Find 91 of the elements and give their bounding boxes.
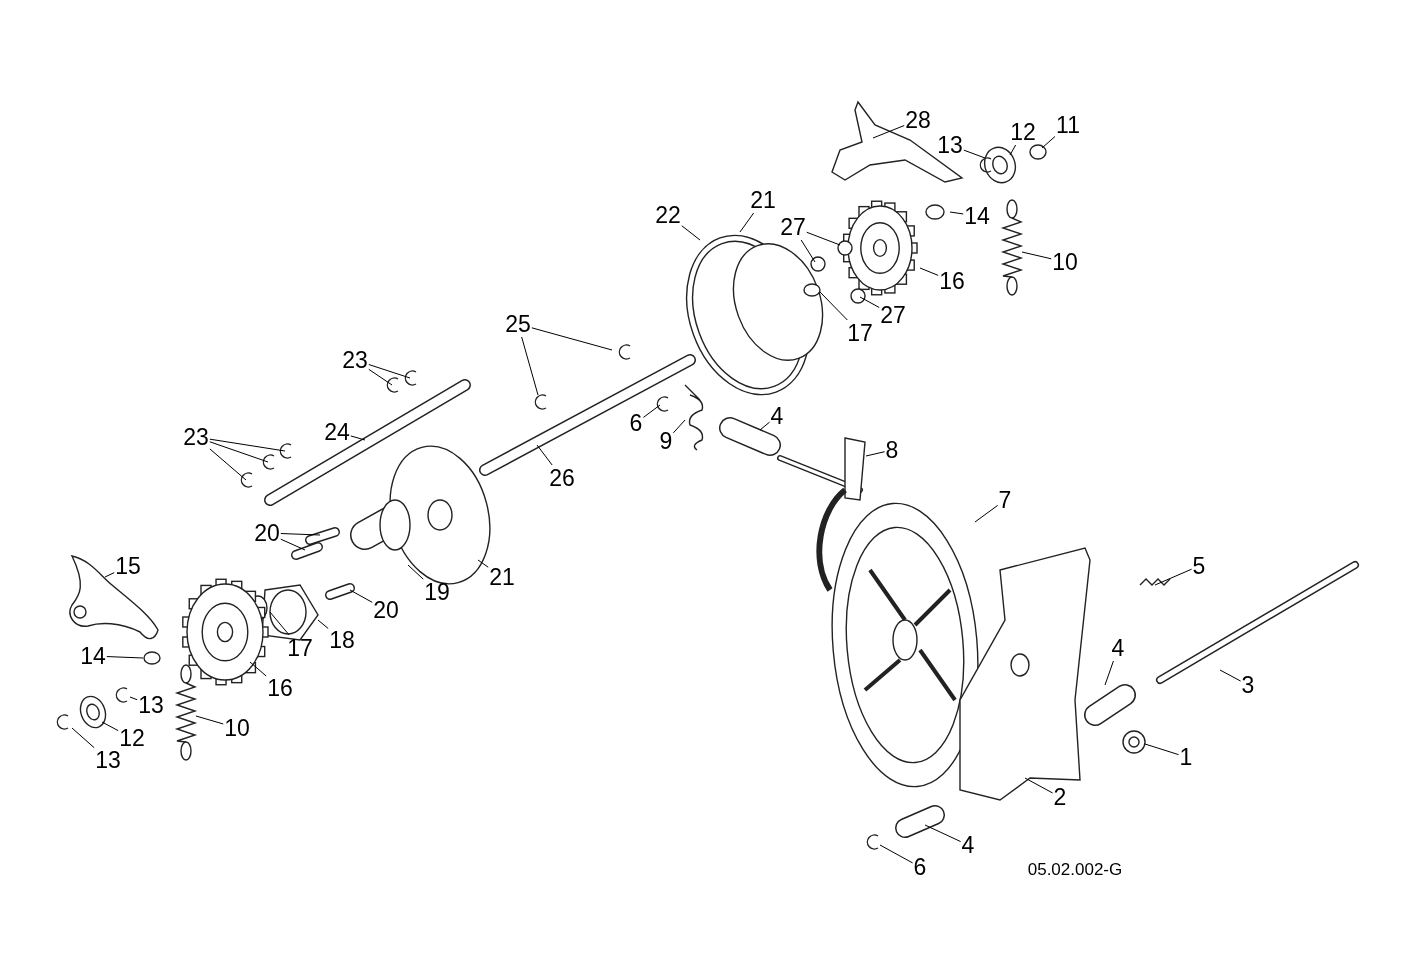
callout-number: 1 (1179, 745, 1193, 769)
callout-number: 12 (119, 726, 145, 750)
leader-line (1144, 743, 1180, 756)
callout-number: 25 (505, 312, 531, 336)
leader-line (269, 611, 290, 636)
leader-line (672, 419, 686, 434)
leader-line (101, 721, 119, 732)
callout-number: 14 (80, 644, 106, 668)
leader-line (642, 404, 661, 418)
callout-number: 5 (1192, 554, 1206, 578)
leader-line (806, 231, 841, 246)
callout-number: 23 (183, 425, 209, 449)
leader-line (104, 572, 115, 578)
leader-line (129, 696, 138, 701)
leader-line (368, 368, 393, 386)
leader-line (249, 661, 267, 677)
drawing-number: 05.02.002-G (1027, 860, 1123, 880)
leader-line (819, 291, 848, 321)
callout-number: 9 (659, 429, 673, 453)
callout-number: 3 (1241, 673, 1255, 697)
leader-line (368, 364, 411, 379)
callout-number: 15 (115, 554, 141, 578)
callout-number: 17 (847, 321, 873, 345)
callout-number: 19 (424, 580, 450, 604)
callout-number: 13 (138, 693, 164, 717)
callout-number: 6 (913, 855, 927, 879)
leader-line (521, 336, 539, 396)
callout-number: 10 (224, 716, 250, 740)
leader-line (106, 656, 144, 659)
leader-line (879, 844, 914, 864)
leader-line (963, 149, 986, 159)
leader-line (71, 727, 95, 749)
callout-number: 11 (1056, 113, 1080, 137)
leader-line (531, 327, 613, 351)
leader-line (195, 715, 224, 725)
leader-line (407, 564, 424, 580)
callout-number: 14 (964, 204, 990, 228)
leader-line (1104, 660, 1114, 686)
callout-number: 8 (885, 438, 899, 462)
leader-line (681, 225, 701, 241)
callout-number: 10 (1052, 250, 1078, 274)
leader-line (317, 619, 329, 629)
callout-number: 16 (267, 676, 293, 700)
leader-line (1041, 135, 1056, 149)
callout-number: 2 (1053, 785, 1067, 809)
leader-line (477, 559, 489, 568)
callout-number: 23 (342, 348, 368, 372)
leader-line (280, 538, 306, 551)
callout-number: 13 (95, 748, 121, 772)
callout-number: 24 (324, 420, 350, 444)
callout-number: 28 (905, 108, 931, 132)
leader-line (350, 435, 366, 441)
leader-line (919, 267, 939, 276)
callout-number: 20 (254, 521, 280, 545)
leader-line (209, 438, 286, 452)
leader-line (1024, 777, 1054, 794)
callout-number: 12 (1010, 120, 1036, 144)
leader-line (859, 296, 880, 308)
leader-line (209, 448, 247, 481)
callout-number: 7 (998, 488, 1012, 512)
leader-line (536, 444, 553, 466)
callout-number: 21 (750, 188, 776, 212)
callout-number: 4 (1111, 636, 1125, 660)
leader-line (872, 125, 905, 139)
callout-number: 18 (329, 628, 355, 652)
callout-number: 16 (939, 269, 965, 293)
callout-number: 22 (655, 203, 681, 227)
callout-number: 20 (373, 598, 399, 622)
leader-line (924, 824, 962, 843)
leader-line (1021, 251, 1052, 260)
callout-number: 4 (961, 833, 975, 857)
leader-line (865, 451, 886, 457)
leader-line (209, 441, 269, 463)
leader-line (759, 421, 771, 431)
callout-number: 4 (770, 404, 784, 428)
leader-line (739, 212, 755, 233)
callout-number: 26 (549, 466, 575, 490)
leader-line (349, 589, 373, 603)
leader-line (1009, 144, 1017, 156)
leader-line (974, 504, 999, 523)
callout-number: 13 (937, 133, 963, 157)
callout-number: 27 (780, 215, 806, 239)
callout-number: 17 (287, 636, 313, 660)
leader-line (1219, 669, 1242, 682)
leader-line (280, 533, 321, 536)
callout-number: 6 (629, 411, 643, 435)
leader-line (1154, 568, 1193, 586)
leader-line (800, 239, 816, 263)
callout-number: 21 (489, 565, 515, 589)
callout-number: 27 (880, 303, 906, 327)
leader-line (949, 211, 964, 215)
